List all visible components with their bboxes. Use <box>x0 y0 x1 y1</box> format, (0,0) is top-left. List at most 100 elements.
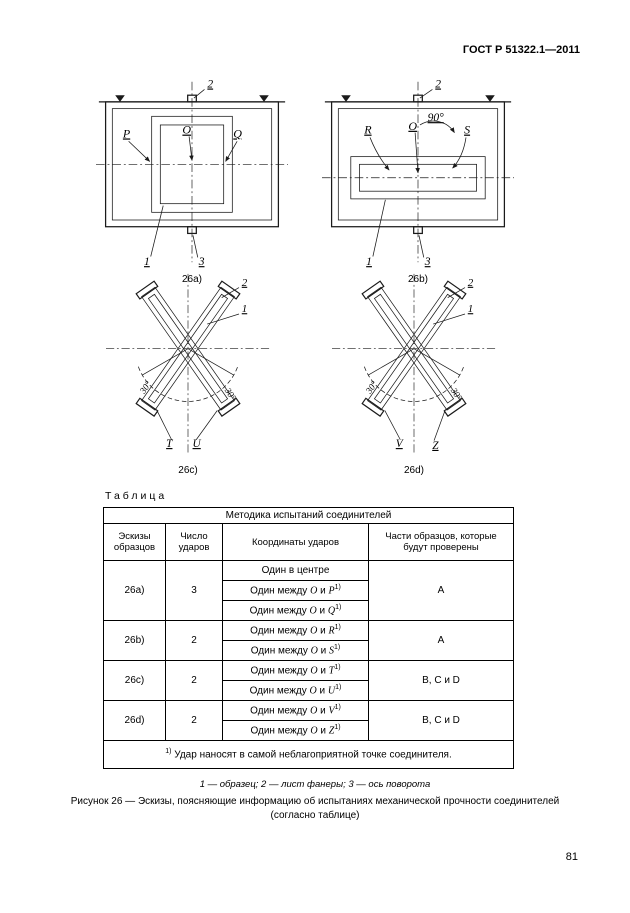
table-row: 26d) 2 Один между O и V1) B, C и D <box>103 700 515 741</box>
coord-cell: Один в центре <box>222 560 369 581</box>
point-o: O <box>408 119 417 133</box>
coord-point-a: O <box>310 665 318 677</box>
coord-cell: Один между O и Q1) <box>222 600 369 621</box>
coord-point-b: S <box>329 645 335 657</box>
point-q: Q <box>233 126 242 140</box>
coord-text-mid: и <box>317 725 329 737</box>
hits-cell: 3 <box>165 560 223 621</box>
point-o: O <box>182 123 191 137</box>
table-footnote-row: 1) Удар наносят в самой неблагоприятной … <box>102 740 515 769</box>
coord-point-a: O <box>310 645 318 657</box>
coord-cell: Один между O и T1) <box>222 660 369 681</box>
footnote-ref: 1) <box>334 704 341 712</box>
footnote-ref: 1) <box>335 684 342 692</box>
coord-text-mid: и <box>317 645 330 657</box>
parts-cell: B, C и D <box>367 660 515 701</box>
table-row: Один между O и S1) <box>104 640 514 661</box>
pivot-bottom <box>187 226 197 235</box>
page-number: 81 <box>565 851 578 863</box>
figure-26b-label: 26b) <box>407 274 428 285</box>
coord-text: Один между <box>250 585 311 597</box>
callout-3: 3 <box>424 256 431 268</box>
footnote-ref: 1) <box>335 604 342 612</box>
figure-26a-label: 26a) <box>181 274 202 285</box>
table-footnote: 1) Удар наносят в самой неблагоприятной … <box>102 740 515 769</box>
coord-text: Один между <box>249 685 310 697</box>
table-header-row: Эскизы образцов Число ударов Координаты … <box>103 523 515 561</box>
parts-cell: A <box>367 620 515 661</box>
point-r: R <box>363 123 372 137</box>
coord-point-a: O <box>309 685 317 697</box>
callout-2: 2 <box>207 79 213 91</box>
callout-2: 2 <box>242 277 248 289</box>
figure-legend: 1 — образец; 2 — лист фанеры; 3 — ось по… <box>199 779 431 790</box>
angle-30-right: 30° <box>448 385 464 402</box>
point-s: S <box>464 123 470 137</box>
coord-point-a: O <box>310 585 318 597</box>
footnote-ref: 1) <box>334 624 341 632</box>
coord-text: Один между <box>250 625 311 637</box>
test-method-table: Методика испытаний соединителей Эскизы о… <box>102 507 515 769</box>
hits-cell: 2 <box>165 700 223 741</box>
coord-point-a: O <box>310 705 318 717</box>
coord-text: Один в центре <box>261 565 330 576</box>
table-row: 26a) 3 Один в центре A <box>103 560 515 621</box>
sketch-cell: 26d) <box>103 700 166 741</box>
sketch-cell: 26a) <box>103 560 166 621</box>
callout-1: 1 <box>366 256 372 268</box>
sketch-cell: 26b) <box>103 620 166 661</box>
callout-1: 1 <box>144 256 150 268</box>
coord-point-b: Z <box>328 725 335 737</box>
figure-26d-drawing: 30° 30° 2 1 V Z <box>332 273 496 453</box>
point-z: Z <box>432 440 439 452</box>
angle-30-left: 30° <box>137 379 153 396</box>
coord-point-b: Q <box>327 605 336 617</box>
figure-caption: Рисунок 26 — Эскизы, поясняющие информац… <box>0 795 630 823</box>
rotation-arc <box>138 366 238 402</box>
figure-26c-label: 26c) <box>178 465 198 476</box>
pivot-bottom <box>413 226 423 235</box>
callout-1: 1 <box>242 303 247 315</box>
coord-point-b: V <box>328 705 335 717</box>
angle-30-right: 30° <box>222 385 238 402</box>
coord-point-b: T <box>328 665 335 677</box>
coord-point-b: R <box>328 625 335 637</box>
callout-1: 1 <box>468 303 473 315</box>
figure-26d-label: 26d) <box>403 465 424 476</box>
table-label: Таблица <box>105 490 168 502</box>
point-t: T <box>166 438 173 450</box>
callout-2: 2 <box>468 277 474 289</box>
coord-text: Один между <box>250 665 311 677</box>
col-sketches: Эскизы образцов <box>103 523 166 561</box>
table-title-row: Методика испытаний соединителей <box>102 507 515 524</box>
footnote-ref: 1) <box>334 644 341 652</box>
figure-26a-drawing: 2 P O Q 1 3 <box>96 79 288 268</box>
table-row: 26b) 2 Один между O и R1) A <box>103 620 515 661</box>
figure-26c-drawing: 30° 30° 2 1 T U <box>106 273 270 453</box>
coord-cell: Один между O и V1) <box>222 700 369 721</box>
figure-26b-drawing: 2 R O S 90° 1 3 <box>322 79 514 268</box>
coord-text: Один между <box>250 725 311 737</box>
footnote-ref: 1) <box>334 584 341 592</box>
clamp-mark-left <box>341 95 351 102</box>
coord-text-mid: и <box>316 685 328 697</box>
coord-text-mid: и <box>317 665 329 677</box>
coord-text-mid: и <box>317 705 329 717</box>
coord-cell: Один между O и U1) <box>222 680 369 701</box>
hits-cell: 2 <box>165 660 223 701</box>
figure-26d: 30° 30° 2 1 V Z 26d) <box>332 272 496 476</box>
caption-line2: (согласно таблице) <box>270 810 360 821</box>
figure-26b: 2 R O S 90° 1 3 26b) <box>322 76 514 285</box>
coord-text-mid: и <box>316 605 328 617</box>
callout-3: 3 <box>198 256 205 268</box>
clamp-mark-right <box>485 95 495 102</box>
footnote-ref: 1) <box>334 664 341 672</box>
parts-cell: B, C и D <box>367 700 515 741</box>
coord-point-a: O <box>310 625 318 637</box>
clamp-mark-right <box>259 95 269 102</box>
footnote-marker: 1) <box>165 748 172 756</box>
figure-26c: 30° 30° 2 1 T U 26c) <box>106 272 270 476</box>
coord-cell: Один между O и R1) <box>222 620 369 641</box>
point-v: V <box>396 438 405 450</box>
hits-cell: 2 <box>165 620 223 661</box>
